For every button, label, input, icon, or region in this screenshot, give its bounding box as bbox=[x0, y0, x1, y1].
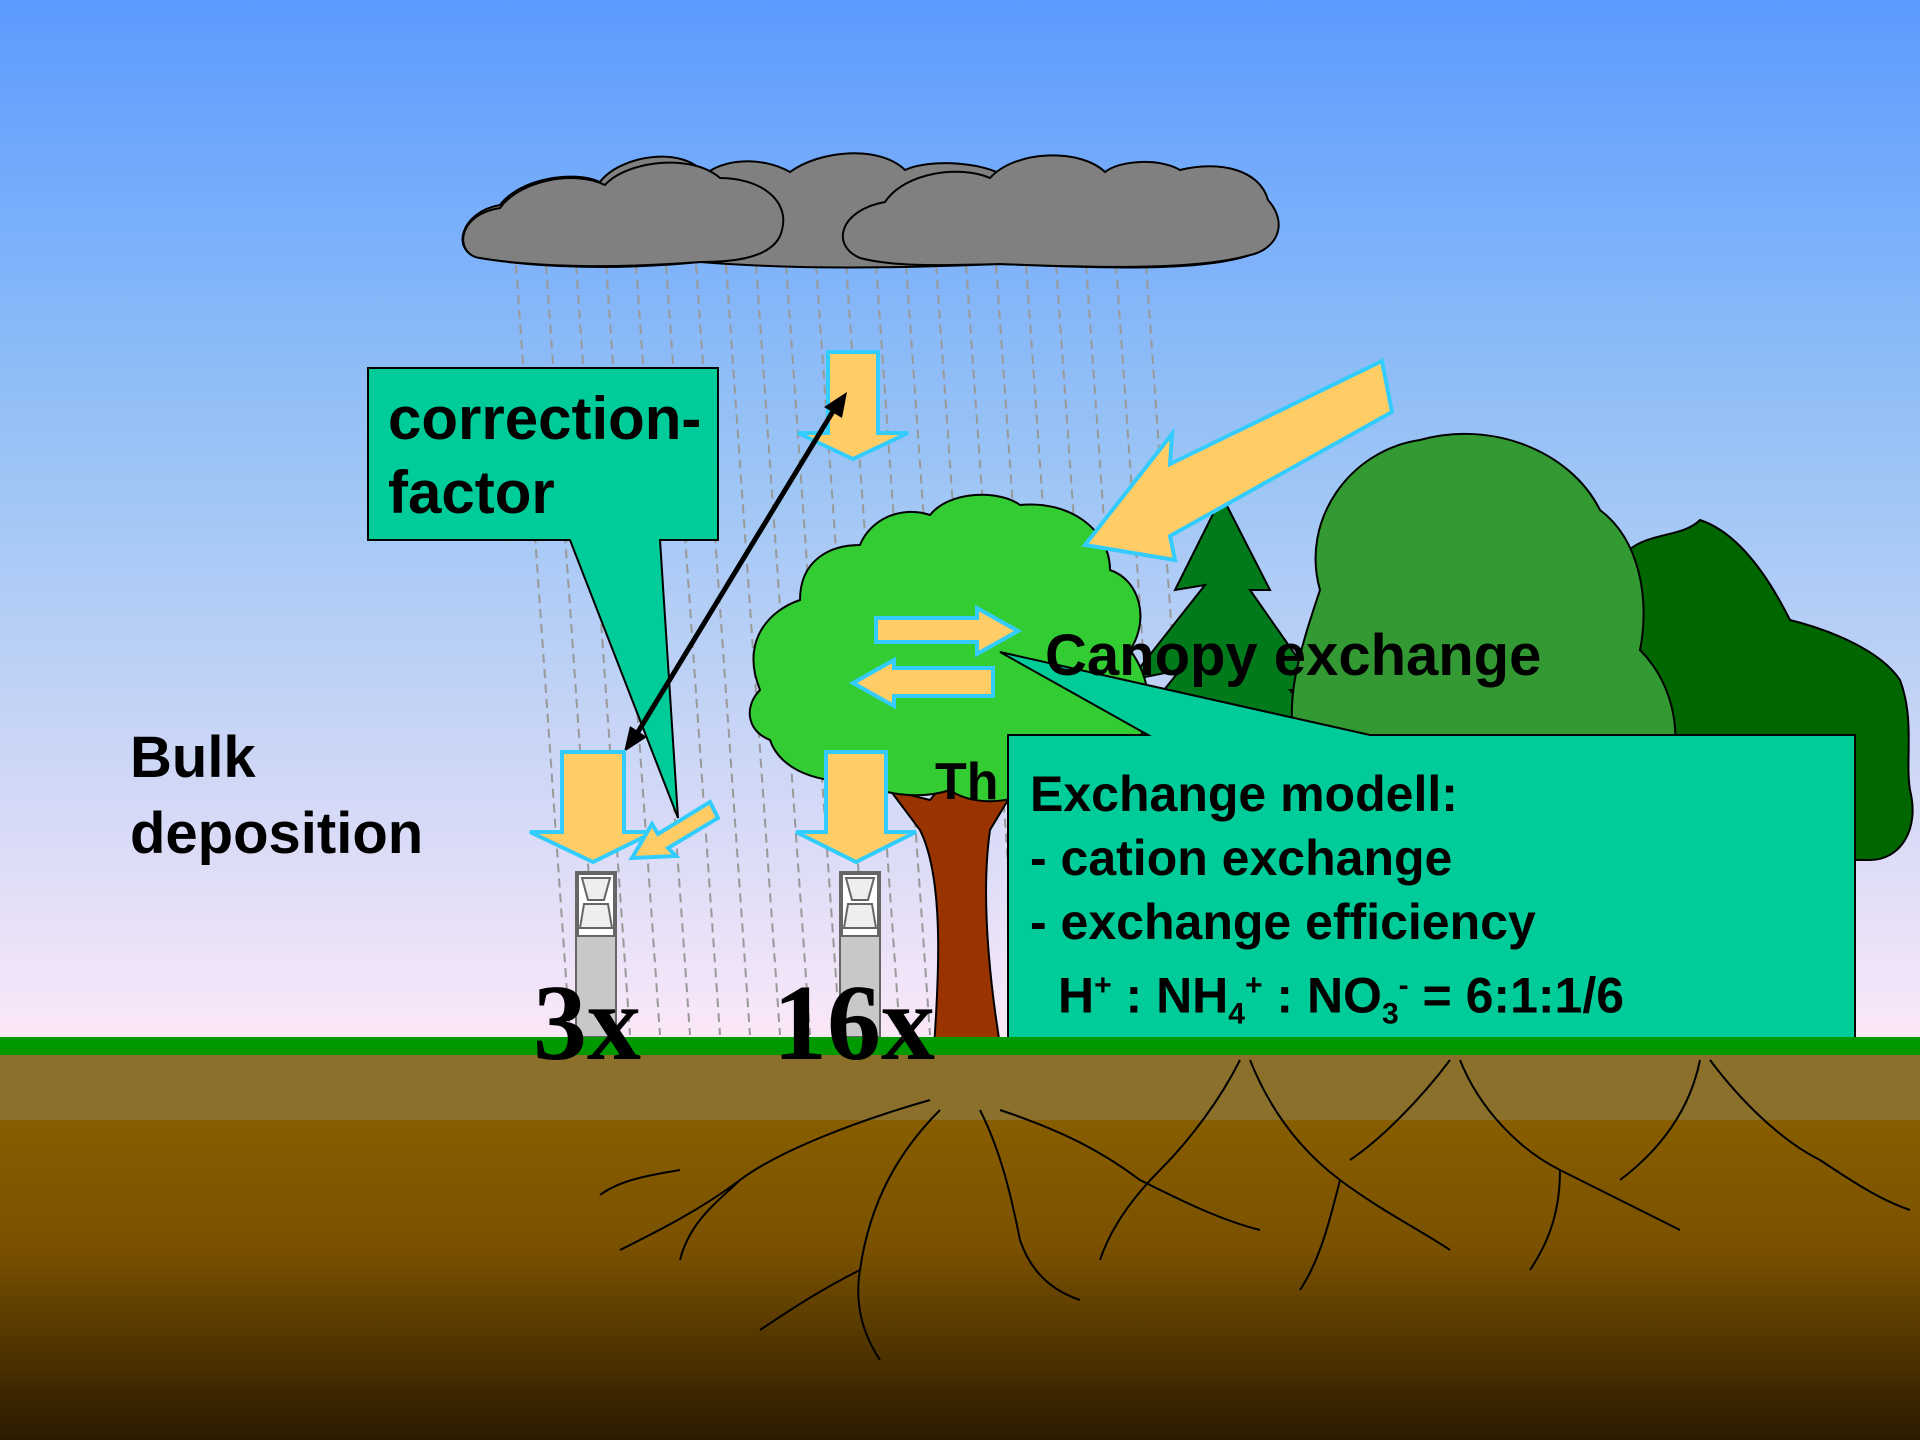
exchange-model-text: Exchange modell: - cation exchange - exc… bbox=[1030, 762, 1630, 1047]
throughfall-label: Th bbox=[935, 753, 999, 811]
throughfall-collector bbox=[839, 871, 881, 1038]
formula-sep-1: : NH bbox=[1111, 967, 1229, 1024]
bulk-collector bbox=[575, 871, 617, 1038]
canopy-exchange-label: Canopy exchange bbox=[1045, 623, 1542, 688]
formula-nh-charge: + bbox=[1244, 969, 1263, 1002]
bulk-deposition-line2: deposition bbox=[130, 801, 424, 866]
rain-arrow bbox=[797, 350, 909, 462]
exchange-model-item-2: - exchange efficiency bbox=[1030, 894, 1536, 950]
bulk-deposition-label: Bulk deposition bbox=[130, 720, 510, 872]
exchange-model-item-1: - cation exchange bbox=[1030, 830, 1453, 886]
formula-h-charge: + bbox=[1094, 969, 1112, 1002]
exchange-ratio-formula: H+ : NH4+ : NO3- = 6:1:1/6 bbox=[1030, 954, 1630, 1047]
main-deciduous-tree bbox=[748, 493, 1150, 1101]
formula-ratio: = 6:1:1/6 bbox=[1408, 967, 1625, 1024]
bulk-multiplier-label: 3x bbox=[533, 964, 641, 1083]
bulk-arrow bbox=[529, 750, 655, 865]
rain-cloud bbox=[461, 152, 1280, 269]
formula-h: H bbox=[1058, 967, 1095, 1024]
throughfall-arrow bbox=[795, 750, 917, 865]
bulk-deposition-line1: Bulk bbox=[130, 725, 256, 790]
formula-nh-sub: 4 bbox=[1228, 997, 1245, 1031]
throughfall-multiplier-label: 16x bbox=[773, 964, 935, 1083]
inflow-arrow bbox=[1081, 358, 1395, 563]
correction-factor-line1: correction- bbox=[388, 385, 702, 452]
grass bbox=[0, 1037, 1920, 1057]
formula-no-charge: - bbox=[1398, 969, 1409, 1002]
soil-topsoil bbox=[0, 1055, 1920, 1120]
exchange-arrow-left bbox=[848, 656, 995, 710]
exchange-arrow-right bbox=[874, 604, 1023, 658]
correction-line bbox=[624, 392, 847, 752]
correction-factor-label: correction- factor bbox=[388, 382, 728, 530]
formula-no-sub: 3 bbox=[1381, 997, 1399, 1031]
formula-sep-2: : NO bbox=[1262, 967, 1382, 1024]
exchange-model-title: Exchange modell: bbox=[1030, 766, 1458, 822]
tree-roots bbox=[599, 1059, 1911, 1361]
correction-factor-line2: factor bbox=[388, 459, 555, 526]
small-slant-arrow bbox=[628, 799, 721, 861]
